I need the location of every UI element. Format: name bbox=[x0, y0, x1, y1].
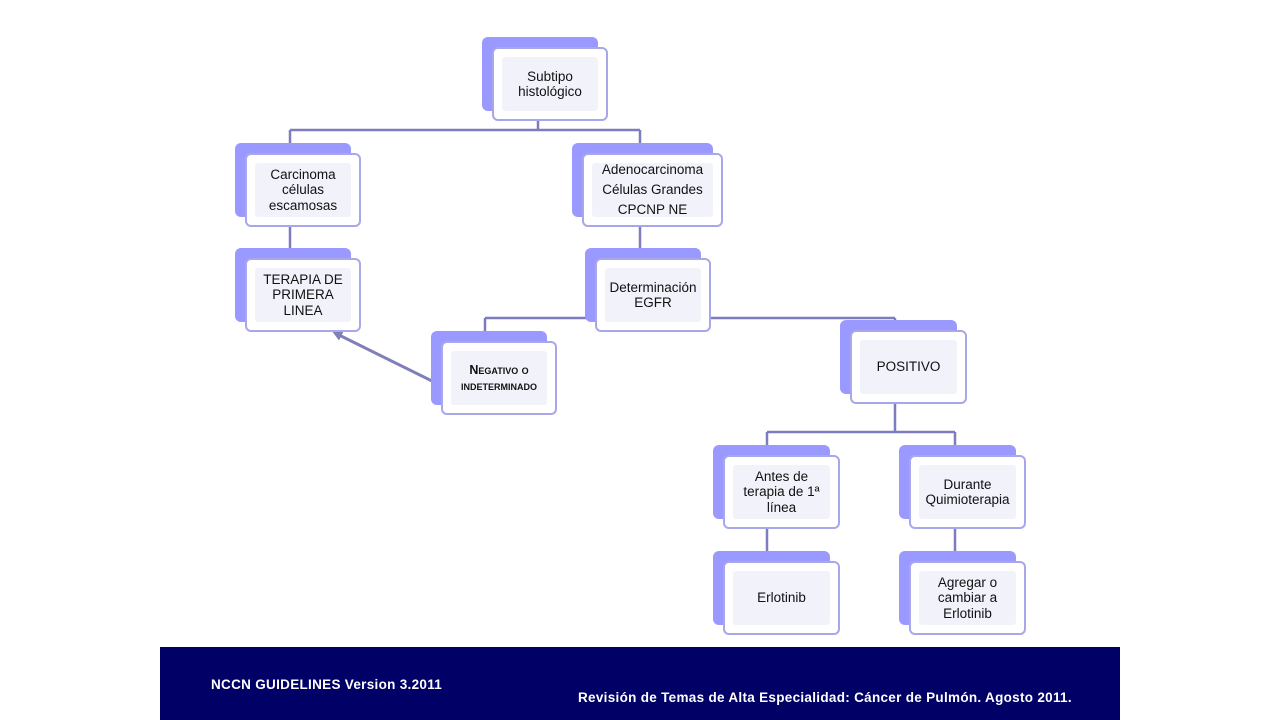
node-negativo-label: Negativo o indeterminado bbox=[461, 362, 537, 393]
node-erlotinib-label: Erlotinib bbox=[757, 590, 806, 606]
node-adenocarcinoma: Adenocarcinoma Células Grandes CPCNP NE bbox=[572, 143, 723, 227]
node-terapia-label: TERAPIA DE PRIMERA LINEA bbox=[263, 272, 343, 318]
node-antes-terapia: Antes de terapia de 1ª línea bbox=[713, 445, 840, 529]
footer-guidelines-text: NCCN GUIDELINES Version 3.2011 bbox=[211, 677, 443, 692]
node-subtipo-histologico: Subtipo histológico bbox=[482, 37, 608, 121]
node-erlotinib: Erlotinib bbox=[713, 551, 840, 635]
node-terapia-primera-linea: TERAPIA DE PRIMERA LINEA bbox=[235, 248, 361, 332]
footer-banner: NCCN GUIDELINES Version 3.2011 Revisión … bbox=[160, 647, 1120, 720]
node-adeno-label: Adenocarcinoma Células Grandes CPCNP NE bbox=[601, 162, 704, 217]
footer-revision-text: Revisión de Temas de Alta Especialidad: … bbox=[578, 690, 1072, 705]
arrow-negativo-to-terapia bbox=[332, 331, 437, 385]
node-determinacion-egfr: Determinación EGFR bbox=[585, 248, 711, 332]
node-carcinoma: Carcinoma células escamosas bbox=[235, 143, 361, 227]
node-positivo-label: POSITIVO bbox=[876, 359, 941, 375]
node-agregar-erlotinib: Agregar o cambiar a Erlotinib bbox=[899, 551, 1026, 635]
node-durante-label: Durante Quimioterapia bbox=[925, 476, 1010, 507]
node-determinacion-label: Determinación EGFR bbox=[609, 279, 697, 310]
node-antes-label: Antes de terapia de 1ª línea bbox=[743, 469, 820, 515]
node-negativo-indeterminado: Negativo o indeterminado bbox=[431, 331, 557, 415]
node-agregar-label: Agregar o cambiar a Erlotinib bbox=[937, 575, 998, 621]
node-positivo: POSITIVO bbox=[840, 320, 967, 404]
node-subtipo-label: Subtipo histológico bbox=[518, 68, 582, 99]
node-carcinoma-label: Carcinoma células escamosas bbox=[268, 167, 338, 213]
node-durante-quimioterapia: Durante Quimioterapia bbox=[899, 445, 1026, 529]
